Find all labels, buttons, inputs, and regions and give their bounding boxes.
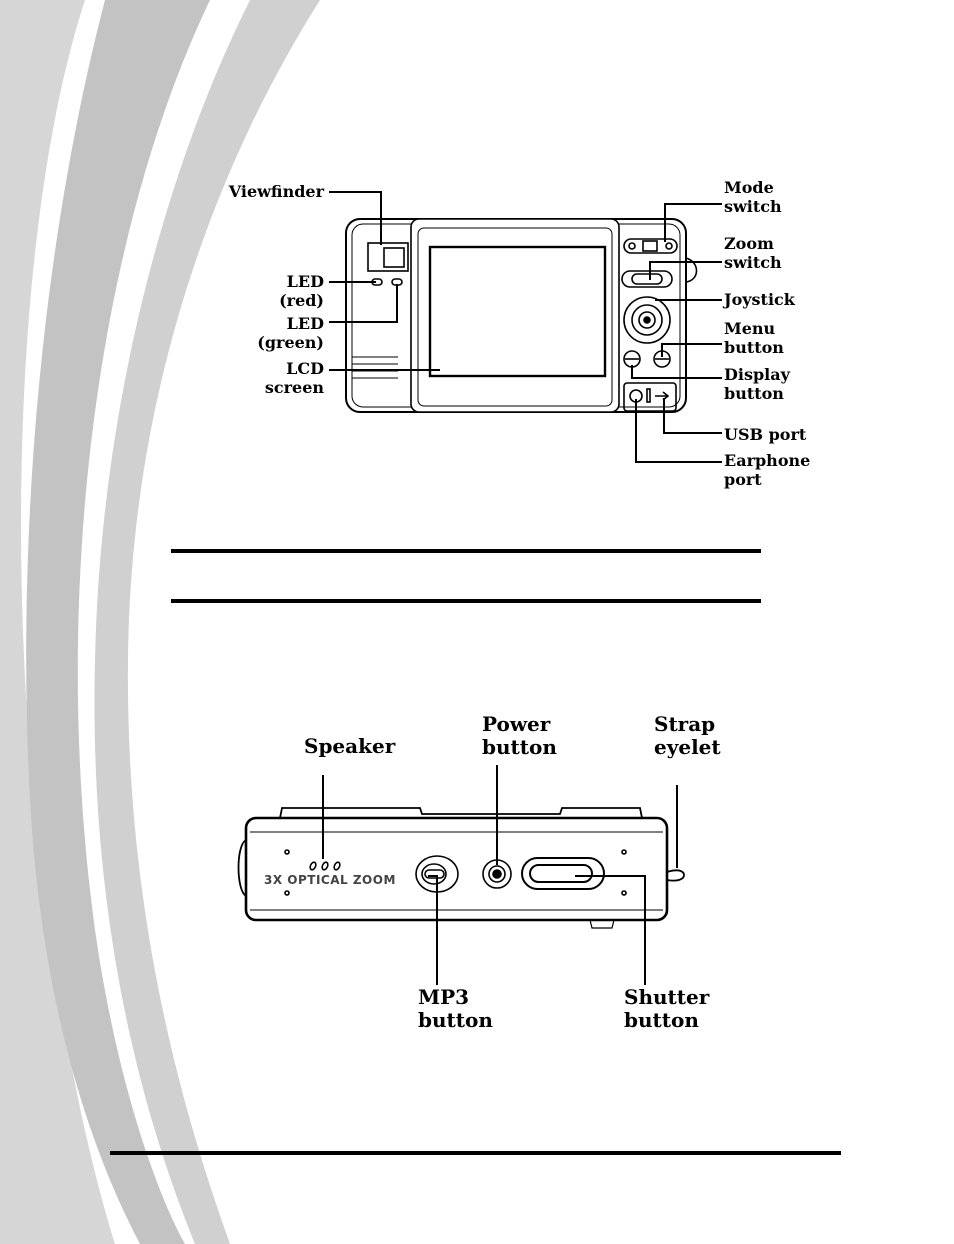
label-mp3-button: MP3 button bbox=[418, 986, 493, 1032]
footer-rule bbox=[110, 1151, 841, 1155]
label-shutter-button: Shutter button bbox=[624, 986, 709, 1032]
label-strap-eyelet: Strap eyelet bbox=[654, 713, 721, 759]
label-power-button: Power button bbox=[482, 713, 557, 759]
engraving-optical-zoom: 3X OPTICAL ZOOM bbox=[264, 873, 396, 887]
label-speaker: Speaker bbox=[304, 735, 395, 758]
